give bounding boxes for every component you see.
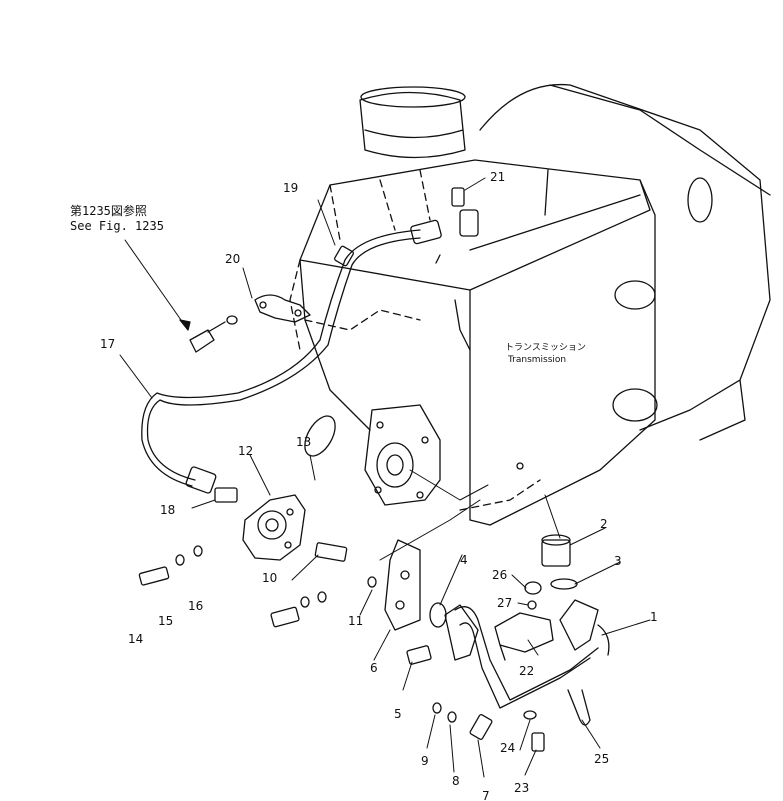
callout-3: 3 (614, 554, 622, 568)
leader-lines (119, 177, 651, 778)
callout-16: 16 (188, 599, 203, 613)
callout-20: 20 (225, 252, 240, 266)
bracket-6 (384, 539, 447, 631)
clamp-20 (189, 294, 311, 353)
callout-27: 27 (497, 596, 512, 610)
bolts-washers (138, 415, 377, 628)
pipe-17 (141, 339, 329, 494)
component-12 (214, 487, 348, 562)
transmission-housing (289, 83, 771, 526)
callout-12: 12 (238, 444, 253, 458)
bracket-22 (494, 581, 554, 661)
callout-13: 13 (296, 435, 311, 449)
callout-18: 18 (160, 503, 175, 517)
callout-19: 19 (283, 181, 298, 195)
callout-15: 15 (158, 614, 173, 628)
callout-26: 26 (492, 568, 507, 582)
callout-21: 21 (490, 170, 505, 184)
breather-hose-assembly (319, 187, 479, 346)
callout-22: 22 (519, 664, 534, 678)
callout-numbers: 1 2 3 4 5 6 7 8 9 10 11 12 13 14 15 16 1… (100, 170, 658, 801)
callout-25: 25 (594, 752, 609, 766)
callout-6: 6 (370, 661, 378, 675)
callout-1: 1 (650, 610, 658, 624)
callout-8: 8 (452, 774, 460, 788)
reference-note-en: See Fig. 1235 (70, 219, 164, 233)
body-label-jp: トランスミッション (505, 342, 586, 353)
callout-14: 14 (128, 632, 143, 646)
callout-23: 23 (514, 781, 529, 795)
fitting-2 (541, 534, 578, 590)
callout-10: 10 (262, 571, 277, 585)
callout-9: 9 (421, 754, 429, 768)
body-label-en: Transmission (507, 355, 566, 365)
pipe-1 (406, 599, 610, 709)
callout-4: 4 (460, 553, 468, 567)
reference-note-jp: 第1235図参照 (70, 203, 147, 218)
callout-24: 24 (500, 741, 515, 755)
callout-11: 11 (348, 614, 363, 628)
callout-2: 2 (600, 517, 608, 531)
callout-17: 17 (100, 337, 115, 351)
arrow-icon (179, 319, 191, 331)
callout-7: 7 (482, 789, 490, 801)
callout-5: 5 (394, 707, 402, 721)
